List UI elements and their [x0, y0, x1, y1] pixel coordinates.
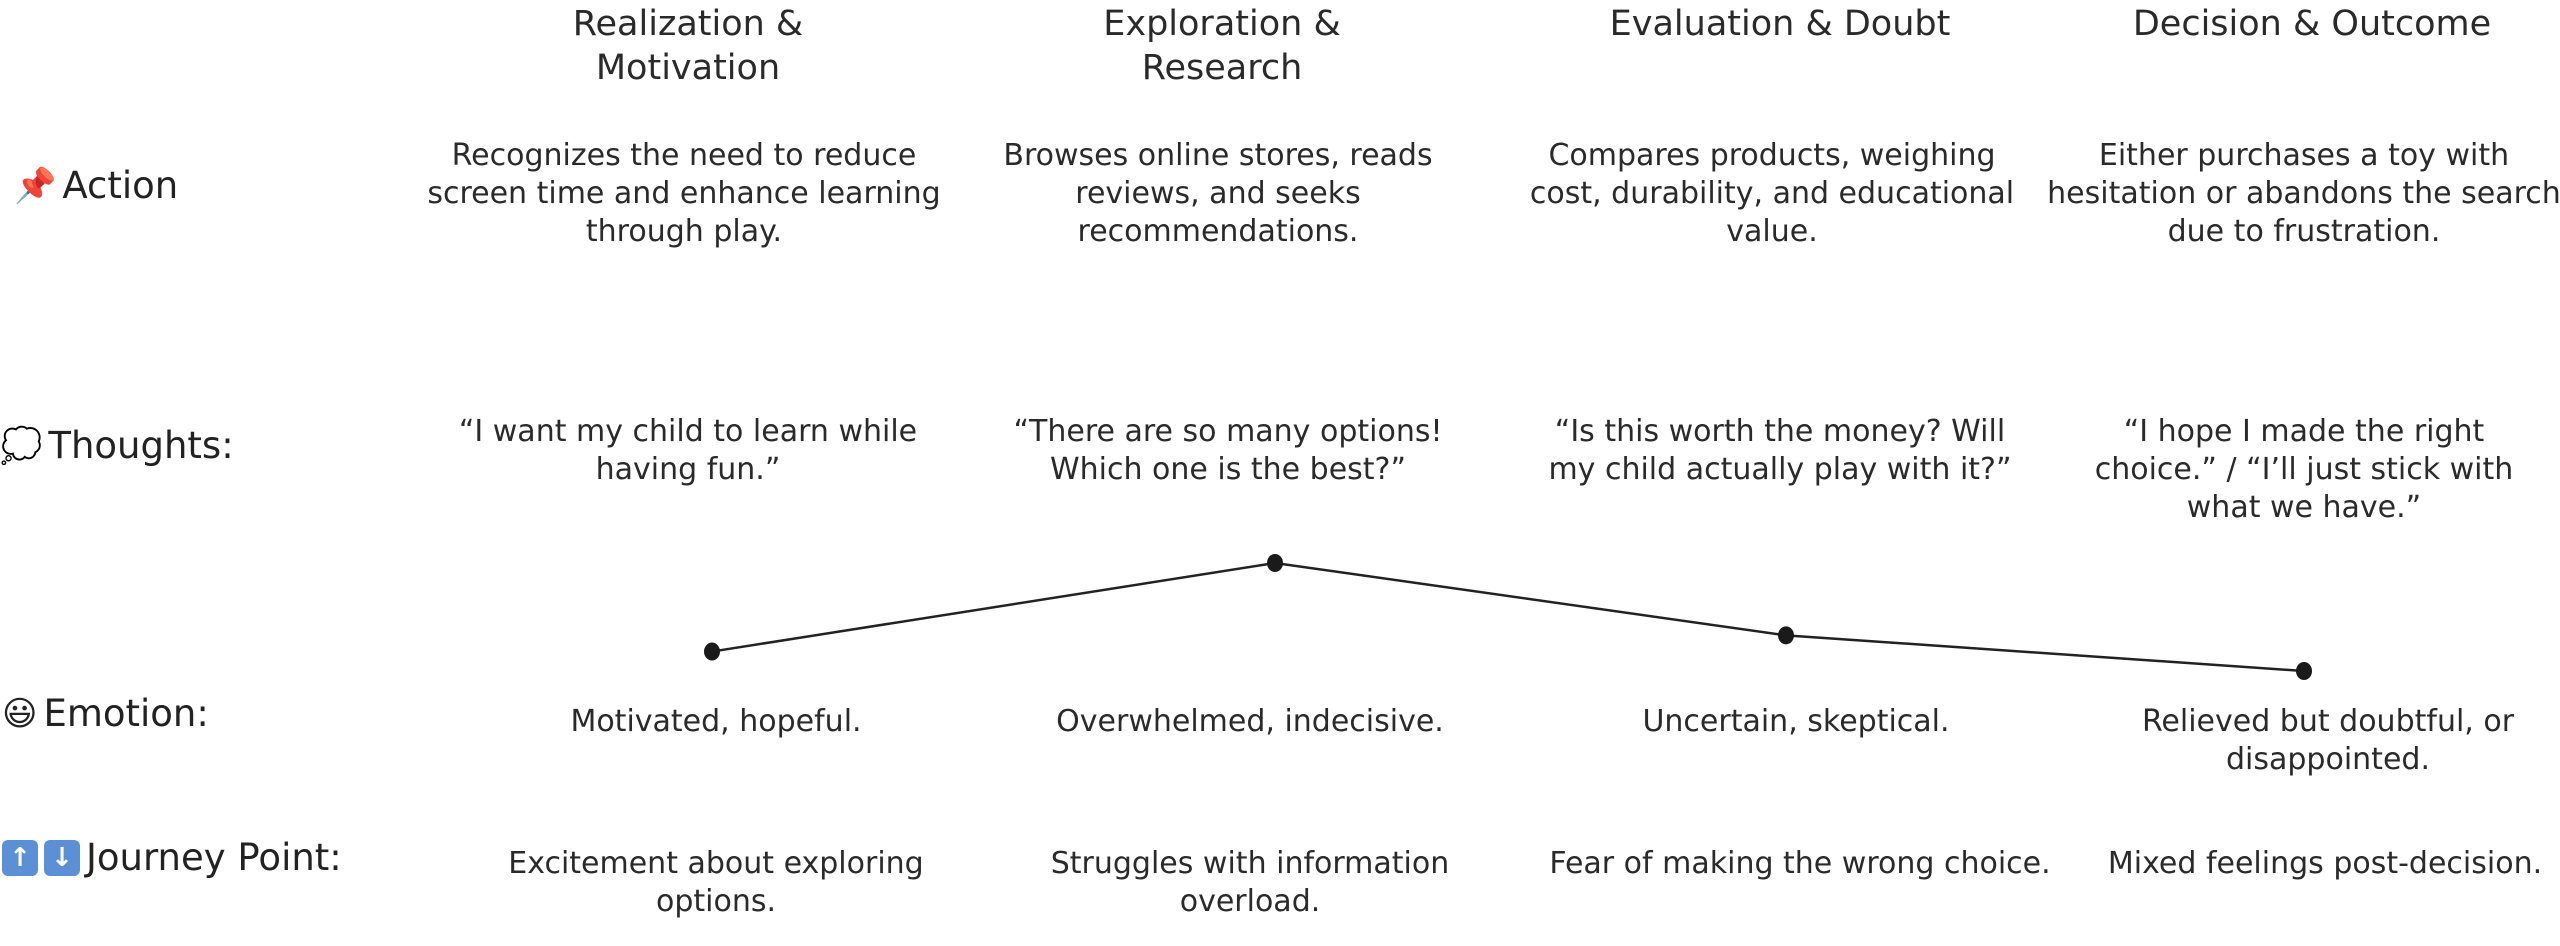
thoughts-cell-2: “There are so many options! Which one is… [1013, 414, 1443, 487]
emotion-curve-line [711, 561, 2305, 673]
emotion-cell-1: Motivated, hopeful. [570, 704, 862, 739]
journey-cell-3: Fear of making the wrong choice. [1549, 846, 2051, 881]
emotion-point-4 [2296, 662, 2312, 680]
row-label-thoughts: 💭 Thoughts: [0, 424, 234, 468]
journey-cell-2: Struggles with information overload. [1050, 846, 1450, 919]
row-label-journey: ↑ ↓ Journey Point: [2, 836, 342, 880]
emotion-cell-2: Overwhelmed, indecisive. [1056, 704, 1444, 739]
action-cell-4: Either purchases a toy with hesitation o… [2047, 138, 2560, 249]
thoughts-cell-4: “I hope I made the right choice.” / “I’l… [2094, 414, 2514, 525]
row-label-emotion: 😃 Emotion: [2, 692, 209, 736]
thoughts-cell-1: “I want my child to learn while having f… [458, 414, 918, 487]
action-cell-2: Browses online stores, reads reviews, an… [1003, 138, 1433, 249]
pushpin-icon: 📌 [14, 166, 57, 206]
down-arrow-icon: ↓ [44, 840, 80, 876]
journey-cell-4: Mixed feelings post-decision. [2107, 846, 2543, 881]
smiley-face-icon: 😃 [2, 694, 38, 734]
emotion-point-1 [704, 642, 720, 661]
thoughts-cell-3: “Is this worth the money? Will my child … [1548, 414, 2012, 487]
row-label-thoughts-text: Thoughts: [48, 424, 234, 467]
emotion-point-2 [1267, 554, 1283, 572]
up-down-arrows-icon: ↑ ↓ [2, 840, 86, 876]
stage-header-1: Realization & Motivation [572, 4, 804, 88]
journey-cell-1: Excitement about exploring options. [508, 846, 924, 919]
emotion-cell-3: Uncertain, skeptical. [1642, 704, 1950, 739]
thought-bubble-icon: 💭 [0, 426, 43, 466]
emotion-cell-4: Relieved but doubtful, or disappointed. [2141, 704, 2515, 777]
action-cell-1: Recognizes the need to reduce screen tim… [427, 138, 941, 249]
row-label-action-text: Action [62, 164, 179, 207]
row-label-emotion-text: Emotion: [43, 692, 209, 735]
stage-header-3: Evaluation & Doubt [1609, 4, 1951, 44]
up-arrow-icon: ↑ [2, 840, 38, 876]
row-label-action: 📌 Action [14, 164, 178, 208]
emotion-point-3 [1778, 626, 1794, 645]
row-label-journey-text: Journey Point: [86, 836, 342, 879]
stage-header-4: Decision & Outcome [2132, 4, 2492, 44]
action-cell-3: Compares products, weighing cost, durabi… [1529, 138, 2015, 249]
stage-header-2: Exploration & Research [1103, 4, 1341, 88]
